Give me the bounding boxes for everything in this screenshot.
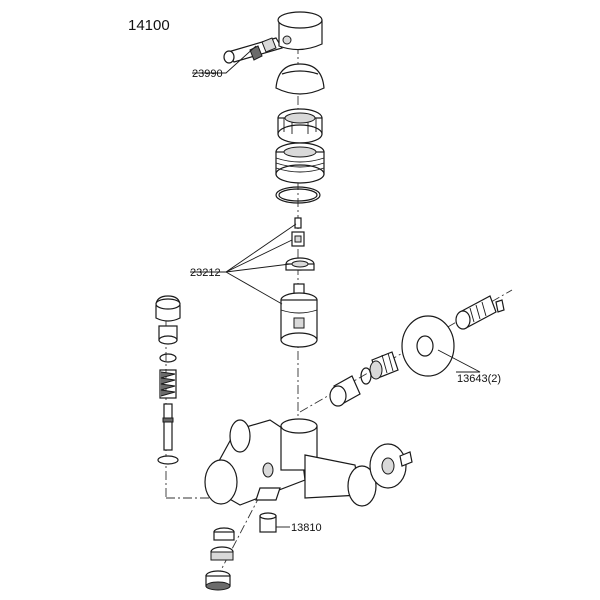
side-union-nut (329, 375, 361, 407)
aerator-nozzle (205, 570, 231, 591)
label-23990: 23990 (192, 68, 223, 80)
o-ring (275, 186, 321, 204)
diverter-bushing (158, 325, 178, 345)
dome-cover (275, 63, 325, 95)
aerator-screen (210, 546, 234, 561)
diverter-seal (159, 353, 177, 363)
side-connector-plate (401, 315, 455, 377)
diverter-rod (157, 403, 179, 465)
side-eccentric (369, 351, 399, 380)
cartridge-stem (291, 231, 305, 247)
castellated-nut (277, 108, 323, 144)
cartridge-pin (294, 217, 302, 229)
aerator-insert (259, 512, 277, 533)
label-13810: 13810 (291, 522, 322, 534)
label-13643-2: 13643(2) (457, 373, 501, 385)
diverter-knob (155, 295, 181, 322)
side-o-ring (360, 367, 372, 385)
diverter-spring (159, 369, 177, 399)
side-connector-fitting (455, 295, 505, 330)
label-23212: 23212 (190, 267, 221, 279)
cartridge-gasket (285, 257, 315, 271)
mixer-body (204, 418, 377, 507)
handle-lever (223, 11, 323, 64)
ceramic-cartridge (280, 283, 318, 348)
leader-lines (190, 45, 481, 528)
right-wall-connector (369, 443, 413, 489)
threaded-bonnet (275, 142, 325, 184)
aerator-housing (213, 527, 235, 541)
diagram-title: 14100 (128, 17, 170, 34)
